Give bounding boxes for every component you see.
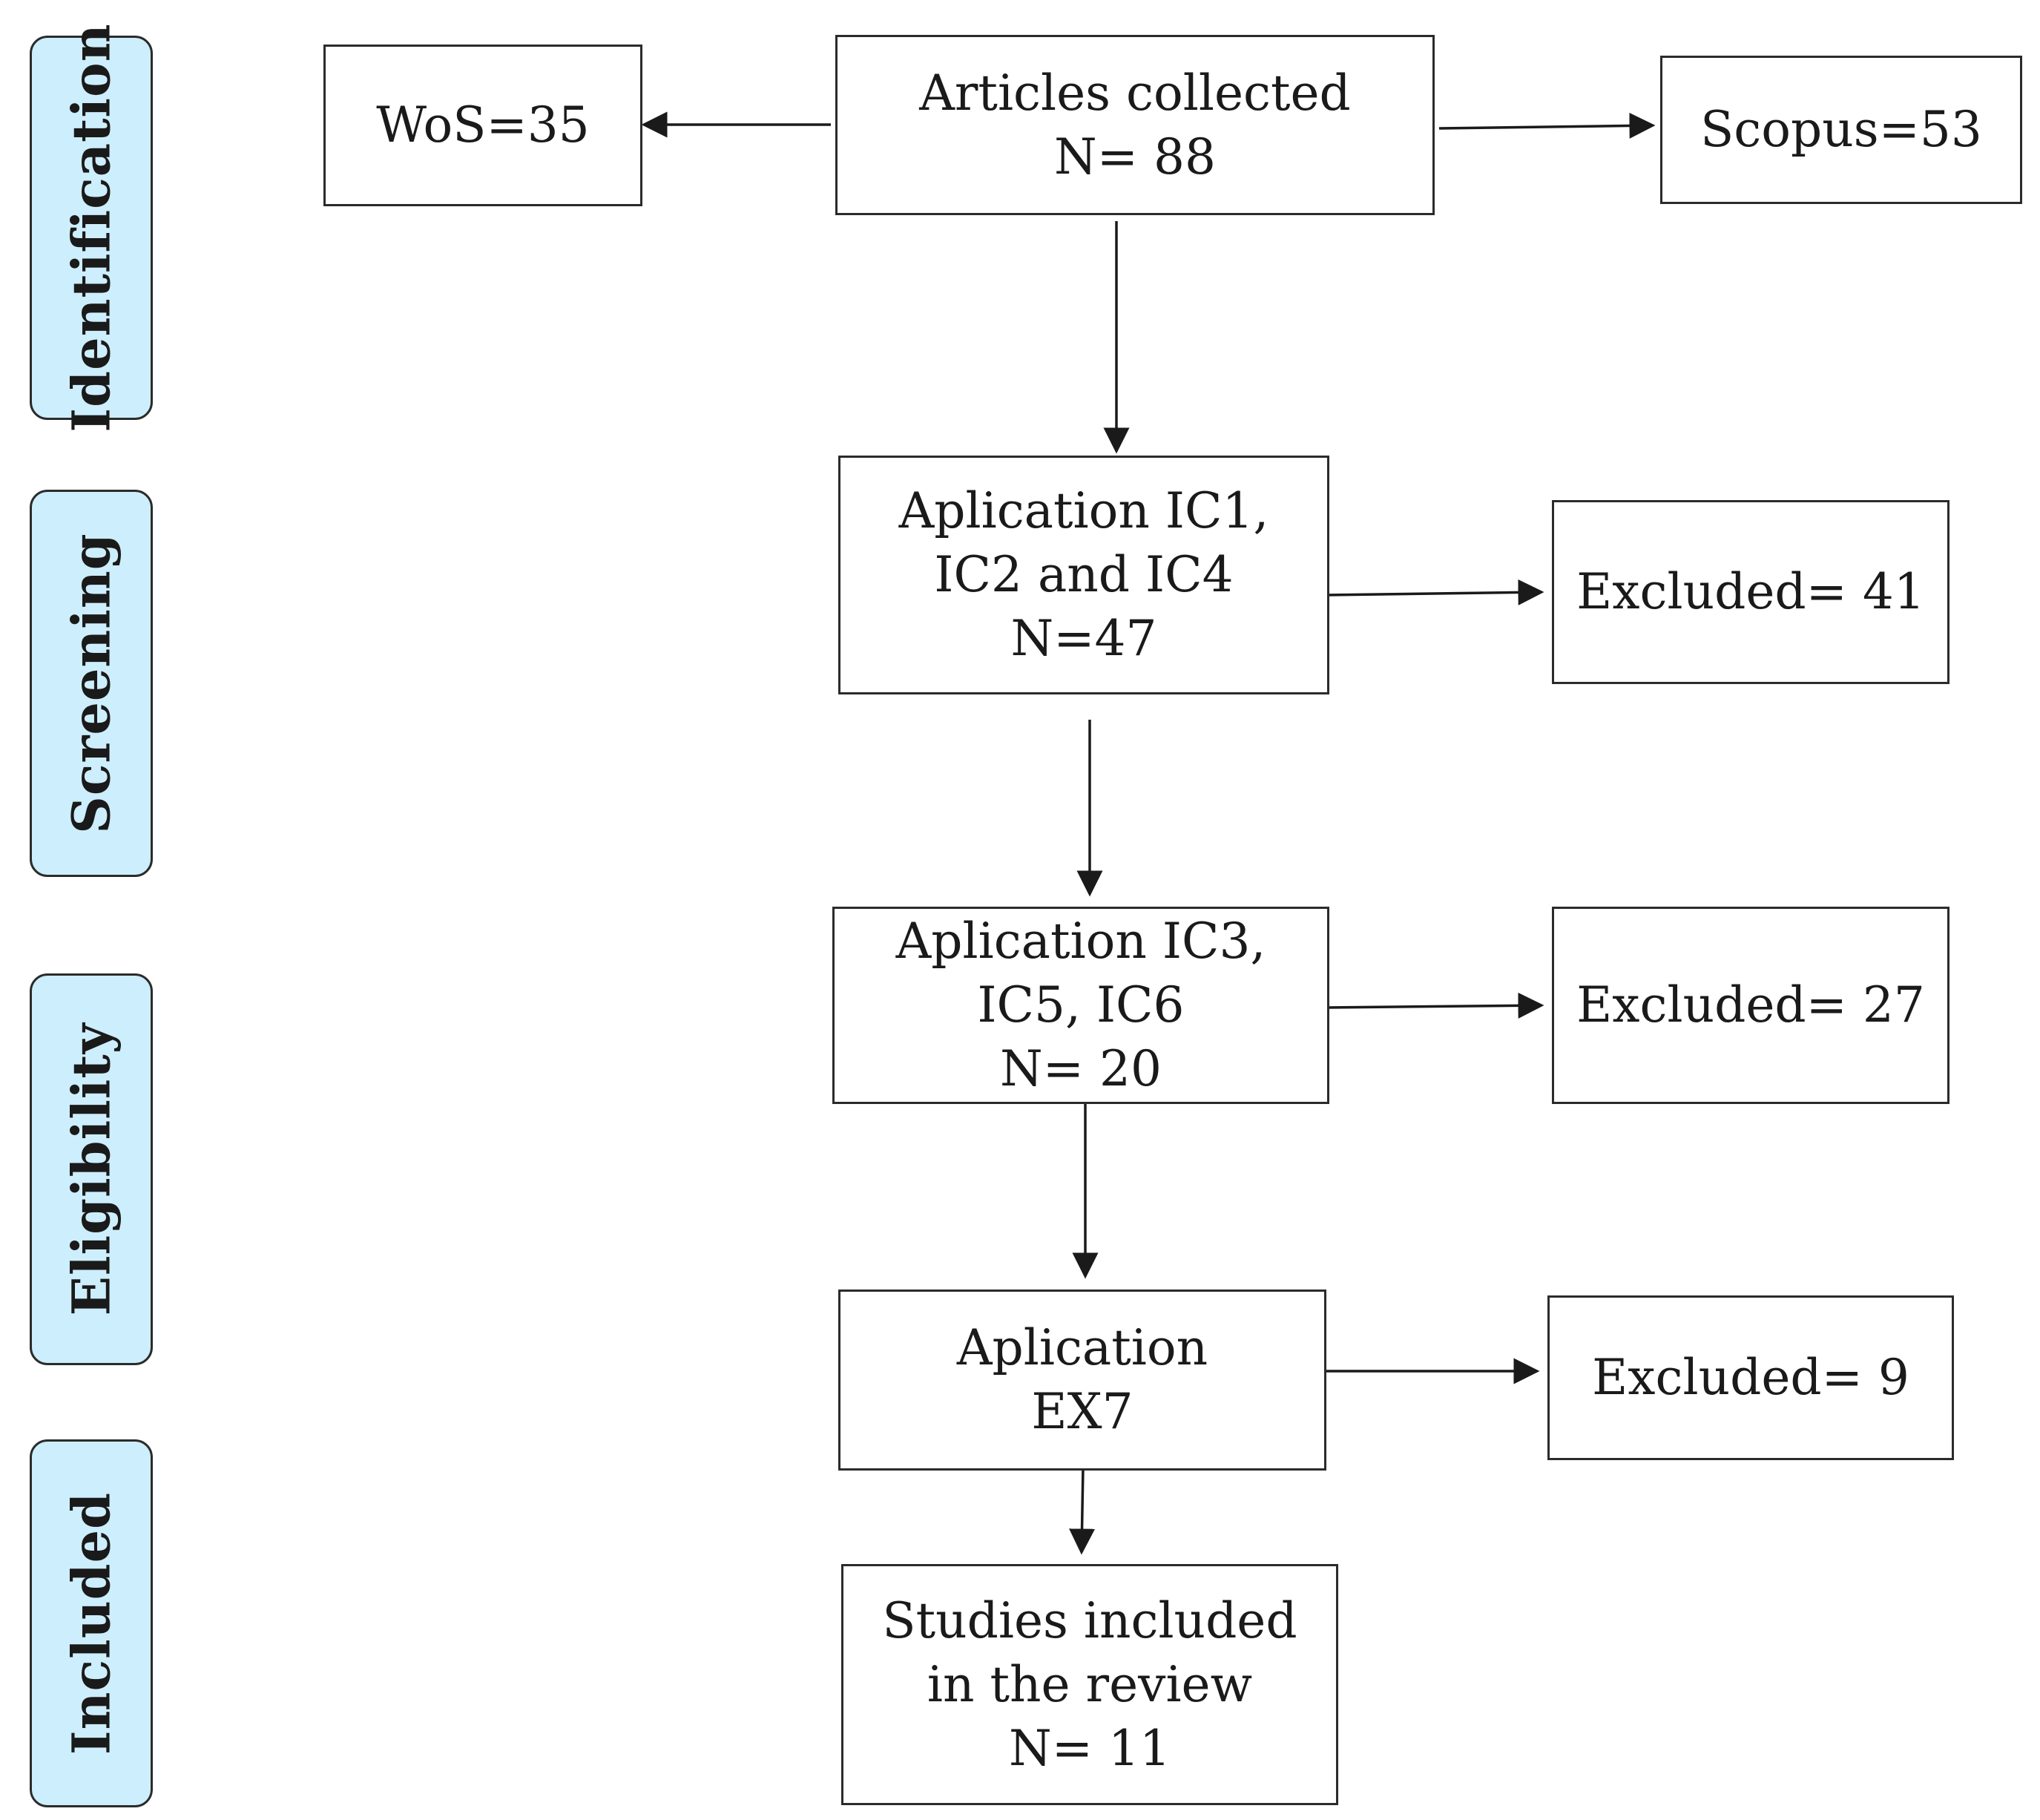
stage-eligibility: Eligibility: [30, 973, 153, 1365]
screening-box: Aplication IC1, IC2 and IC4 N=47: [838, 456, 1329, 694]
excluded-41-box: Excluded= 41: [1552, 500, 1949, 684]
ex7-box: Aplication EX7: [838, 1290, 1326, 1471]
screening-count: N=47: [1010, 610, 1157, 667]
excluded-27-label: Excluded= 27: [1576, 976, 1925, 1034]
ex7-line-1: Aplication: [956, 1319, 1208, 1376]
articles-collected-count: N= 88: [1053, 128, 1216, 185]
articles-collected-label: Articles collected: [919, 64, 1351, 122]
included-count: N= 11: [1008, 1719, 1171, 1777]
articles-collected-box: Articles collected N= 88: [835, 35, 1435, 215]
wos-box: WoS=35: [323, 45, 642, 206]
arrow-articles-to-scopus: [1438, 112, 1656, 139]
excluded-9-box: Excluded= 9: [1547, 1295, 1954, 1460]
scopus-box: Scopus=53: [1660, 56, 2022, 204]
stage-identification: Identification: [30, 23, 153, 433]
included-line-1: Studies included: [882, 1591, 1297, 1649]
excluded-27-box: Excluded= 27: [1552, 907, 1949, 1104]
eligibility-line-1: Aplication IC3,: [895, 913, 1266, 970]
included-box: Studies included in the review N= 11: [841, 1564, 1338, 1805]
excluded-9-label: Excluded= 9: [1592, 1349, 1909, 1406]
included-line-2: in the review: [927, 1655, 1253, 1713]
arrow-ex7-to-included: [1069, 1467, 1096, 1555]
arrow-screening-to-excluded1: [1326, 579, 1544, 605]
screening-line-1: Aplication IC1,: [898, 482, 1269, 539]
wos-count: WoS=35: [376, 96, 590, 154]
stage-screening: Screening: [30, 490, 153, 877]
ex7-line-2: EX7: [1031, 1383, 1133, 1440]
arrow-eligibility-to-excluded2: [1326, 992, 1544, 1019]
eligibility-count: N= 20: [999, 1040, 1162, 1097]
eligibility-box: Aplication IC3, IC5, IC6 N= 20: [832, 907, 1329, 1104]
screening-line-2: IC2 and IC4: [934, 546, 1234, 603]
scopus-count: Scopus=53: [1700, 101, 1982, 158]
eligibility-line-2: IC5, IC6: [977, 976, 1185, 1034]
stage-included: Included: [30, 1439, 153, 1807]
excluded-41-label: Excluded= 41: [1576, 563, 1925, 620]
